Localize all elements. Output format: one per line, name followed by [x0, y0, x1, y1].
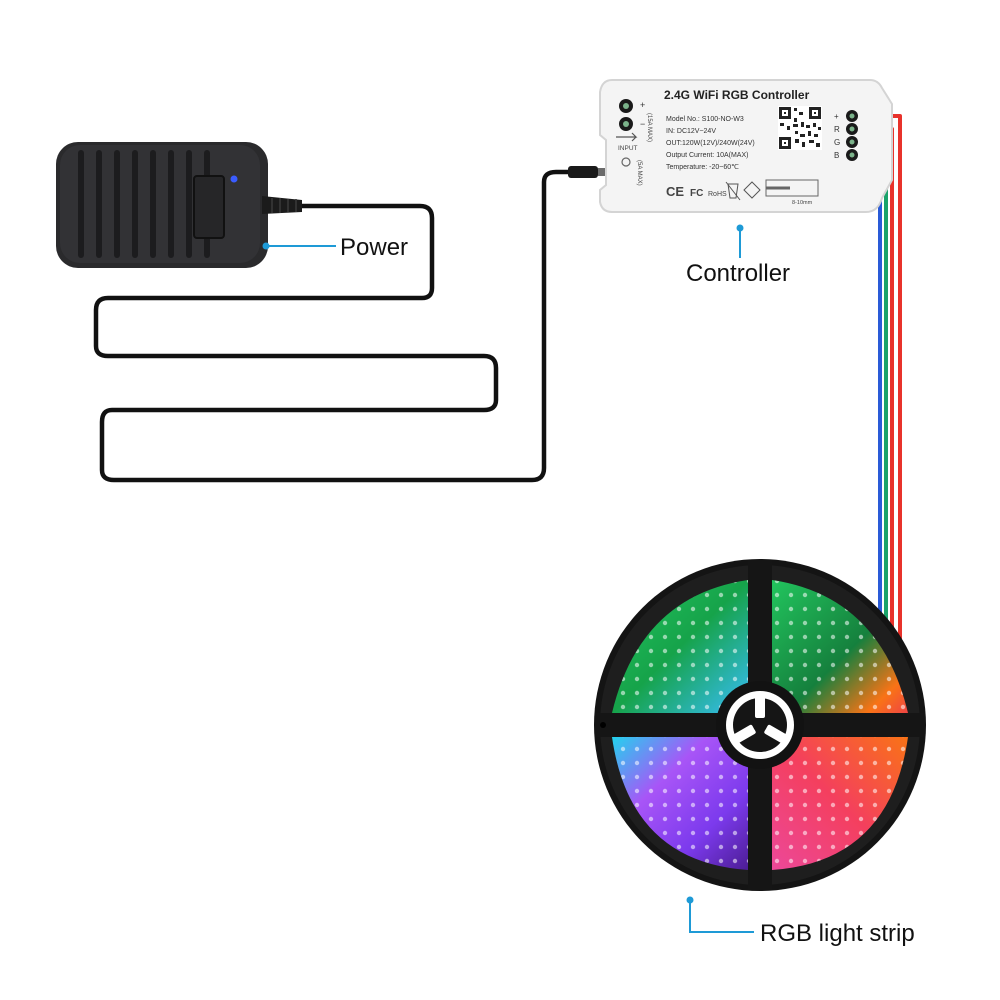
callout-dots: [262, 224, 744, 904]
controller-title: 2.4G WiFi RGB Controller: [664, 88, 810, 102]
callout-lines: [266, 228, 754, 933]
rgb-strip-label: RGB light strip: [760, 920, 915, 947]
led-indicator: [230, 175, 238, 183]
power-adapter-icon: [56, 142, 302, 268]
terminal-plus-symbol: +: [640, 100, 645, 110]
spec-input: IN: DC12V~24V: [666, 128, 716, 135]
class-mark-icon: [743, 181, 761, 199]
spec-current: Output Current: 10A(MAX): [666, 152, 748, 159]
terminal-b: B: [834, 151, 839, 160]
terminal-r: R: [834, 125, 840, 134]
spec-temperature: Temperature: -20~60℃: [666, 164, 739, 171]
power-cable: [93, 169, 601, 483]
power-label: Power: [340, 234, 409, 261]
terminal-plus: +: [834, 112, 839, 121]
terminal-g: G: [834, 138, 840, 147]
dc-plug: [568, 166, 606, 178]
spec-output: OUT:120W(12V)/240W(24V): [666, 140, 755, 147]
output-terminals: [846, 110, 858, 161]
input-rating-2: (5A MAX): [636, 160, 642, 186]
rohs-mark: RoHS: [708, 191, 727, 198]
spec-model: Model No.: S100-NO-W3: [666, 116, 744, 123]
fc-mark: FC: [690, 188, 703, 199]
ce-mark: CE: [666, 184, 684, 199]
bin-icon: [725, 181, 741, 201]
wifi-controller-icon: + − (15A MAX) INPUT (5A MAX) 2.4G WiFi R…: [599, 79, 893, 213]
strip-gauge-icon: 8-10mm: [765, 179, 819, 206]
controller-label: Controller: [686, 260, 791, 287]
terminal-minus-symbol: −: [640, 119, 645, 129]
input-label: INPUT: [618, 145, 638, 152]
input-rating: (15A MAX): [646, 113, 652, 142]
led-reel-icon: [594, 559, 926, 891]
strip-gauge-label: 8-10mm: [792, 200, 813, 206]
qr-code-icon: [778, 106, 822, 150]
